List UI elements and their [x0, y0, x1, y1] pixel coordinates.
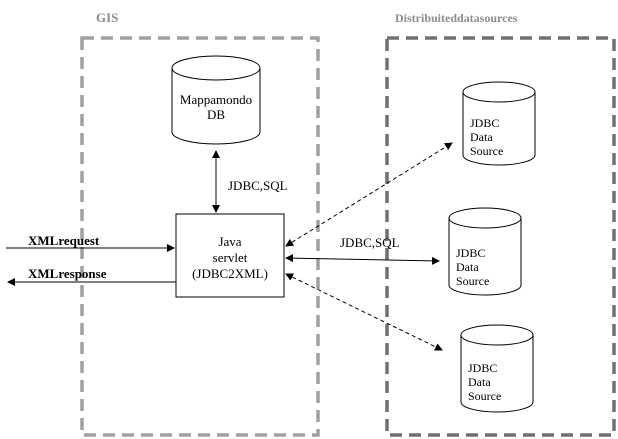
data-source-3-label-1: JDBC [468, 361, 497, 375]
gis-region-title: GIS [96, 10, 118, 25]
data-source-1-label-2: Data [470, 130, 493, 144]
data-source-1-label-1: JDBC [470, 116, 499, 130]
servlet-label-2: servlet [213, 250, 248, 265]
servlet-to-source-1-connector [285, 142, 453, 247]
jdbc-data-source-2: JDBC Data Source [448, 207, 522, 296]
servlet-to-source-2-connector [285, 254, 440, 265]
data-source-1-label-3: Source [470, 144, 503, 158]
jdbc-data-source-1: JDBC Data Source [462, 81, 536, 166]
servlet-label-3: (JDBC2XML) [192, 266, 268, 281]
mappamondo-db-label-1: Mappamondo [180, 92, 252, 107]
mappamondo-db-label-2: DB [207, 107, 225, 122]
xml-request-label: XMLrequest [28, 233, 100, 248]
sources-connection-label: JDBC,SQL [340, 235, 400, 250]
data-source-2-label-3: Source [456, 274, 489, 288]
distributed-region-title: Distribuiteddatasources [395, 11, 518, 25]
jdbc-data-source-3: JDBC Data Source [460, 324, 534, 413]
java-servlet-box [175, 213, 285, 298]
data-source-3-label-2: Data [468, 375, 491, 389]
xml-response-label: XMLresponse [28, 266, 107, 281]
servlet-label-1: Java [218, 234, 241, 249]
db-connection-label: JDBC,SQL [228, 178, 288, 193]
mappamondo-db-cylinder: Mappamondo DB [171, 55, 261, 145]
data-source-2-label-2: Data [456, 260, 479, 274]
servlet-to-source-3-connector [285, 273, 443, 351]
data-source-2-label-1: JDBC [456, 246, 485, 260]
gis-region-border [80, 36, 320, 437]
data-source-3-label-3: Source [468, 389, 501, 403]
